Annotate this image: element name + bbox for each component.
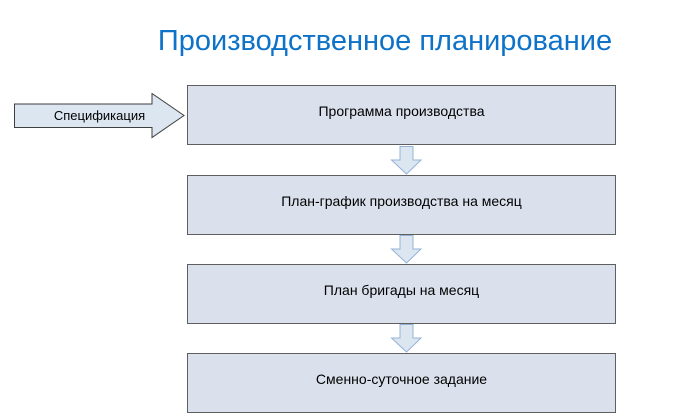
flow-step-label: Программа производства <box>318 103 485 119</box>
page-title: Производственное планирование <box>157 25 613 57</box>
down-arrow-shape <box>390 146 422 175</box>
flow-step-label: Сменно-суточное задание <box>315 371 488 387</box>
specification-right-arrow-icon <box>14 93 185 139</box>
down-arrow-icon <box>390 146 422 175</box>
specification-arrow-shape <box>14 93 185 139</box>
down-arrow-icon <box>390 324 422 353</box>
flow-step-box-shift-daily-task: Сменно-суточное задание <box>187 353 616 413</box>
specification-arrow-label: Спецификация <box>53 108 146 123</box>
down-arrow-shape <box>390 324 422 353</box>
flow-step-label: План-график производства на месяц <box>281 193 522 209</box>
flow-step-box-production-program: Программа производства <box>187 85 616 145</box>
flow-step-box-monthly-schedule: План-график производства на месяц <box>187 175 616 235</box>
flow-step-box-brigade-plan: План бригады на месяц <box>187 264 616 324</box>
down-arrow-icon <box>390 235 422 264</box>
flow-step-label: План бригады на месяц <box>323 282 480 298</box>
down-arrow-shape <box>390 235 422 264</box>
